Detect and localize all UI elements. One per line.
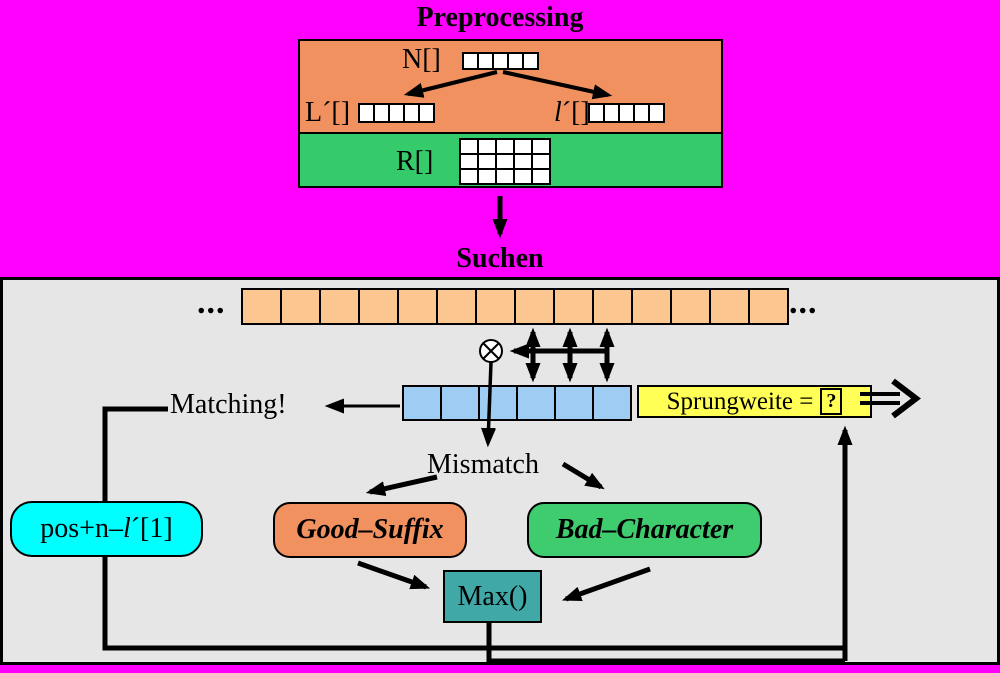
text-ellipsis-left: ... — [197, 284, 226, 321]
array-cell — [475, 288, 516, 325]
array-cell — [592, 385, 632, 421]
mismatch-label: Mismatch — [427, 449, 539, 480]
text-ellipsis-right: ... — [789, 284, 818, 321]
array-cell — [553, 288, 594, 325]
array-cell — [709, 288, 750, 325]
pattern-array — [402, 385, 632, 421]
n-array — [462, 52, 539, 70]
bad-character-box: Bad–Character — [527, 502, 762, 558]
array-cell — [531, 168, 551, 185]
array-cell — [554, 385, 594, 421]
array-cell — [477, 168, 497, 185]
array-cell — [514, 288, 555, 325]
sprungweite-value: ? — [820, 388, 843, 415]
n-array-label: N[] — [402, 44, 441, 75]
shift-formula-box: pos+n–l´[1] — [10, 501, 203, 557]
sprungweite-box: Sprungweite = ? — [637, 385, 872, 418]
r-table-label: R[] — [396, 146, 434, 177]
array-cell — [436, 288, 477, 325]
text-array — [241, 288, 789, 325]
array-cell — [648, 103, 665, 123]
good-suffix-box: Good–Suffix — [273, 502, 467, 558]
array-cell — [358, 288, 399, 325]
lprime-array — [358, 103, 435, 123]
array-cell — [397, 288, 438, 325]
preprocessing-title: Preprocessing — [416, 2, 584, 33]
array-cell — [319, 288, 360, 325]
ellprime-array-label: l´[] — [554, 97, 590, 128]
lprime-array-label: L´[] — [305, 97, 351, 128]
array-cell — [592, 288, 633, 325]
r-table-grid — [459, 138, 551, 185]
array-cell — [440, 385, 480, 421]
array-cell — [516, 385, 556, 421]
array-cell — [670, 288, 711, 325]
array-cell — [631, 288, 672, 325]
array-cell — [748, 288, 789, 325]
array-cell — [513, 168, 533, 185]
array-cell — [478, 385, 518, 421]
matching-label: Matching! — [170, 389, 287, 420]
sprungweite-label: Sprungweite = — [666, 387, 814, 415]
suchen-title: Suchen — [456, 243, 544, 274]
array-cell — [280, 288, 321, 325]
array-cell — [418, 103, 435, 123]
max-box: Max() — [443, 570, 542, 623]
ellprime-array — [588, 103, 665, 123]
array-cell — [495, 168, 515, 185]
array-cell — [522, 52, 539, 70]
array-cell — [402, 385, 442, 421]
array-cell — [241, 288, 282, 325]
array-cell — [459, 168, 479, 185]
